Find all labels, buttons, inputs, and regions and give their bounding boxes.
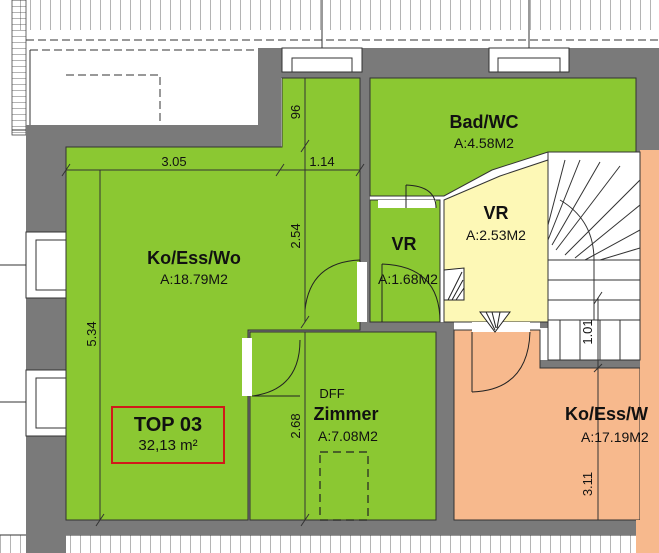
- bedroom-note: DFF: [319, 386, 344, 401]
- bedroom-area: [249, 331, 437, 521]
- unit-title: TOP 03: [133, 414, 203, 436]
- living-area-label: A:18.79M2: [160, 271, 228, 287]
- unit-area: 32,13 m²: [138, 437, 198, 454]
- bath-name: Bad/WC: [450, 112, 519, 132]
- unit-label-box: TOP 03 32,13 m²: [111, 406, 225, 464]
- hall-small-name: VR: [391, 234, 416, 254]
- neighbor-name: Ko/Ess/W: [565, 404, 648, 424]
- room-labels: Ko/Ess/Wo A:18.79M2 Bad/WC A:4.58M2 VR A…: [147, 112, 649, 445]
- hall-big-name: VR: [483, 203, 508, 223]
- dim-96: 96: [288, 105, 303, 119]
- dim-114: 1.14: [309, 154, 334, 169]
- room-fills: [65, 77, 659, 553]
- dimension-lines: [61, 78, 603, 527]
- windows: [0, 0, 570, 437]
- bath-area-label: A:4.58M2: [454, 135, 514, 151]
- dim-268: 2.68: [288, 413, 303, 438]
- hall-small-area-label: A:1.68M2: [378, 271, 438, 287]
- skylight-outline: [319, 451, 369, 521]
- dim-101: 1.01: [580, 319, 595, 344]
- walls: [26, 48, 659, 553]
- dim-305: 3.05: [161, 154, 186, 169]
- staircase: [547, 151, 641, 520]
- living-name: Ko/Ess/Wo: [147, 248, 241, 268]
- bath-area: [369, 77, 637, 197]
- neighbor-area-label: A:17.19M2: [581, 429, 649, 445]
- dim-254: 2.54: [288, 223, 303, 248]
- hall-big-area-label: A:2.53M2: [466, 227, 526, 243]
- dim-534: 5.34: [84, 321, 99, 346]
- dimension-labels: 3.05 1.14 96 2.54 5.34 2.68 1.01 3.11: [84, 105, 595, 496]
- bedroom-area-label: A:7.08M2: [318, 428, 378, 444]
- hall-small-area: [369, 199, 441, 323]
- dim-311: 3.11: [580, 472, 595, 496]
- bedroom-name: Zimmer: [313, 404, 378, 424]
- doors: [242, 184, 531, 397]
